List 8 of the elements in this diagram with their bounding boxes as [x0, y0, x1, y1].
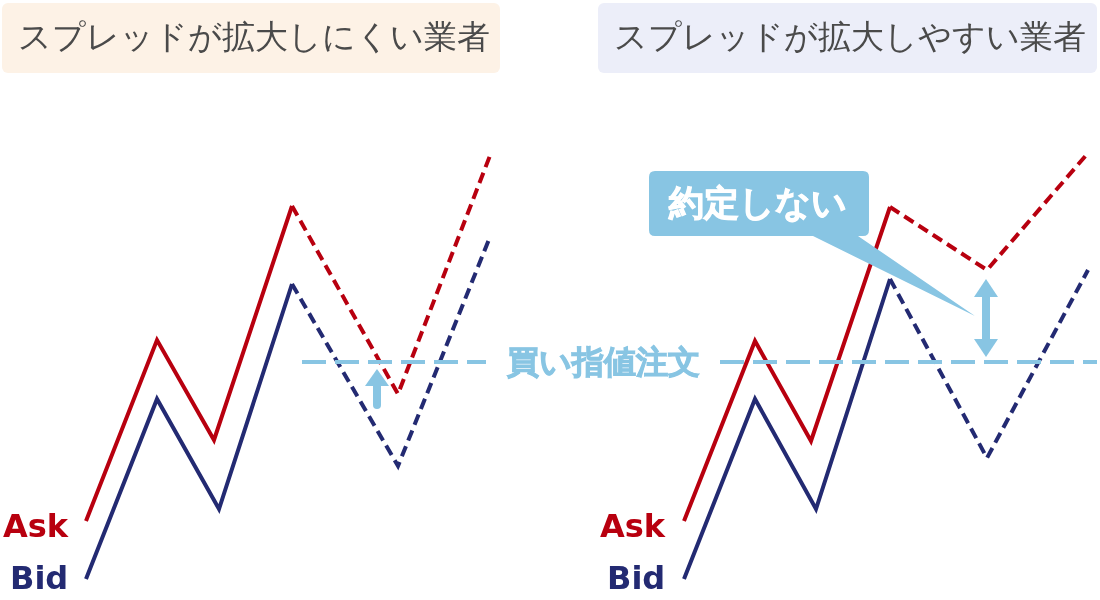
- series-label: Ask: [600, 510, 666, 542]
- line-label: 買い指値注文: [506, 346, 700, 378]
- series-label: Bid: [10, 562, 69, 594]
- callout-text: 約定しない: [669, 186, 847, 221]
- series-label: Bid: [607, 562, 666, 594]
- panel-heading: スプレッドが拡大しにくい業者: [2, 3, 500, 73]
- series-label: Ask: [3, 510, 69, 542]
- panel-heading: スプレッドが拡大しやすい業者: [598, 3, 1097, 73]
